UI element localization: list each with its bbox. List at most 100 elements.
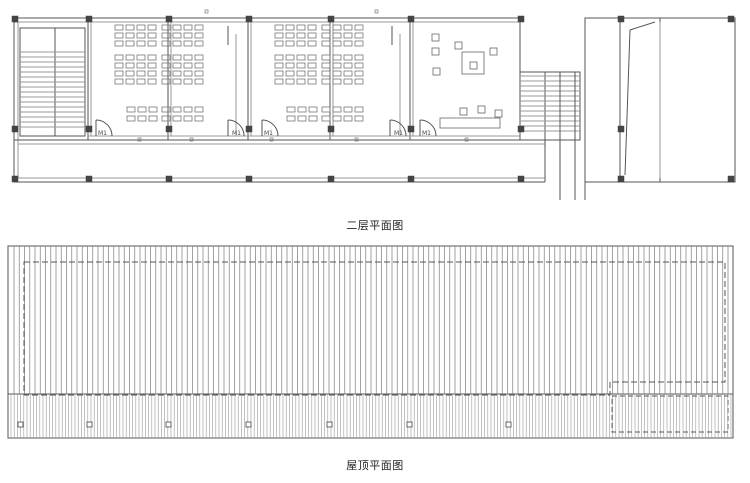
student-desk — [125, 24, 135, 31]
door-tag-label: M1 — [264, 130, 273, 137]
student-desk — [126, 115, 136, 122]
student-desk — [183, 24, 193, 31]
student-desk — [126, 106, 136, 113]
student-desk — [147, 54, 157, 61]
student-desk — [321, 24, 331, 31]
student-desk — [354, 54, 364, 61]
roof-drain — [165, 421, 172, 428]
student-desk — [148, 106, 158, 113]
student-desk — [285, 40, 295, 47]
student-desk — [354, 78, 364, 85]
office-chair — [432, 67, 441, 76]
office-chair — [431, 33, 440, 42]
student-desk — [285, 70, 295, 77]
roof-drain — [326, 421, 333, 428]
student-desk — [161, 40, 171, 47]
office-table — [461, 51, 485, 75]
student-desk — [137, 106, 147, 113]
structural-column — [11, 175, 19, 183]
student-desk — [343, 115, 353, 122]
office-counter — [439, 117, 501, 129]
structural-column — [245, 125, 253, 133]
roof-plan — [7, 245, 734, 439]
student-desk — [274, 32, 284, 39]
student-desk — [172, 106, 182, 113]
student-desk — [354, 70, 364, 77]
office-chair — [469, 61, 478, 70]
student-desk — [137, 115, 147, 122]
student-desk — [136, 40, 146, 47]
student-desk — [147, 32, 157, 39]
roof-drain — [17, 421, 24, 428]
office-chair — [477, 105, 486, 114]
window-mark — [374, 9, 379, 14]
office-chair — [431, 47, 440, 56]
roof-gutter-dashed — [23, 261, 726, 396]
student-desk — [194, 106, 204, 113]
student-desk — [194, 40, 204, 47]
student-desk — [114, 70, 124, 77]
student-desk — [286, 106, 296, 113]
student-desk — [161, 62, 171, 69]
roof-drain — [406, 421, 413, 428]
student-desk — [354, 24, 364, 31]
student-desk — [136, 24, 146, 31]
student-desk — [354, 115, 364, 122]
student-desk — [321, 70, 331, 77]
student-desk — [183, 70, 193, 77]
structural-column — [517, 175, 525, 183]
student-desk — [172, 32, 182, 39]
student-desk — [307, 54, 317, 61]
student-desk — [172, 115, 182, 122]
student-desk — [274, 62, 284, 69]
office-chair — [494, 109, 503, 118]
student-desk — [296, 32, 306, 39]
student-desk — [172, 24, 182, 31]
student-desk — [343, 32, 353, 39]
student-desk — [172, 78, 182, 85]
student-desk — [285, 78, 295, 85]
structural-column — [327, 175, 335, 183]
structural-column — [245, 175, 253, 183]
student-desk — [332, 106, 342, 113]
student-desk — [297, 106, 307, 113]
student-desk — [321, 62, 331, 69]
student-desk — [125, 62, 135, 69]
structural-column — [245, 15, 253, 23]
structural-column — [11, 125, 19, 133]
structural-column — [85, 15, 93, 23]
structural-column — [85, 175, 93, 183]
student-desk — [321, 32, 331, 39]
student-desk — [274, 24, 284, 31]
student-desk — [147, 78, 157, 85]
student-desk — [161, 70, 171, 77]
east-block-slope — [629, 21, 656, 31]
door-tag-label: M1 — [98, 130, 107, 137]
student-desk — [321, 115, 331, 122]
student-desk — [307, 78, 317, 85]
student-desk — [296, 54, 306, 61]
student-desk — [321, 54, 331, 61]
student-desk — [321, 106, 331, 113]
student-desk — [332, 40, 342, 47]
roof-plan-caption: 屋顶平面图 — [346, 459, 404, 472]
student-desk — [343, 54, 353, 61]
window-mark — [137, 137, 142, 142]
roof-drain — [245, 421, 252, 428]
student-desk — [136, 62, 146, 69]
student-desk — [147, 24, 157, 31]
roof-lower-outline — [7, 393, 734, 439]
student-desk — [321, 78, 331, 85]
door-tag-label: M1 — [232, 130, 241, 137]
window-mark — [269, 137, 274, 142]
student-desk — [136, 78, 146, 85]
student-desk — [172, 70, 182, 77]
student-desk — [194, 115, 204, 122]
student-desk — [332, 78, 342, 85]
structural-column — [85, 125, 93, 133]
student-desk — [183, 62, 193, 69]
student-desk — [307, 40, 317, 47]
student-desk — [332, 32, 342, 39]
